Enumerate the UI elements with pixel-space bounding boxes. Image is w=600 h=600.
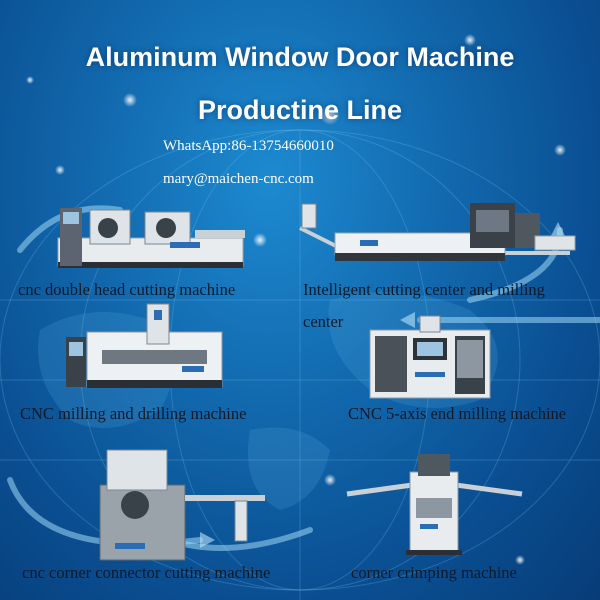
machine-label-5: cnc corner connector cutting machine [22, 563, 271, 582]
title-line-1: Aluminum Window Door Machine [85, 42, 515, 72]
whatsapp-contact: WhatsApp:86-13754660010 [163, 138, 334, 154]
email-contact: mary@maichen-cnc.com [163, 171, 314, 187]
title-line-2: Productine Line [197, 95, 403, 125]
machine-label-4: CNC 5-axis end milling machine [348, 404, 567, 423]
machine-label-3: CNC milling and drilling machine [20, 404, 247, 423]
five-axis-end-milling-machine-image [369, 315, 491, 399]
machine-label-2-line-2: center [303, 312, 344, 331]
corner-crimping-machine-image [346, 454, 523, 555]
corner-connector-cutting-machine-image [99, 449, 265, 561]
double-head-cutting-machine-image [57, 208, 245, 268]
machine-label-6: corner crimping machine [351, 563, 517, 582]
intelligent-cutting-center-image [299, 203, 576, 261]
machine-label-1: cnc double head cutting machine [18, 280, 236, 299]
milling-drilling-machine-image [66, 303, 223, 388]
machine-label-2: Intelligent cutting center and milling [303, 280, 545, 299]
